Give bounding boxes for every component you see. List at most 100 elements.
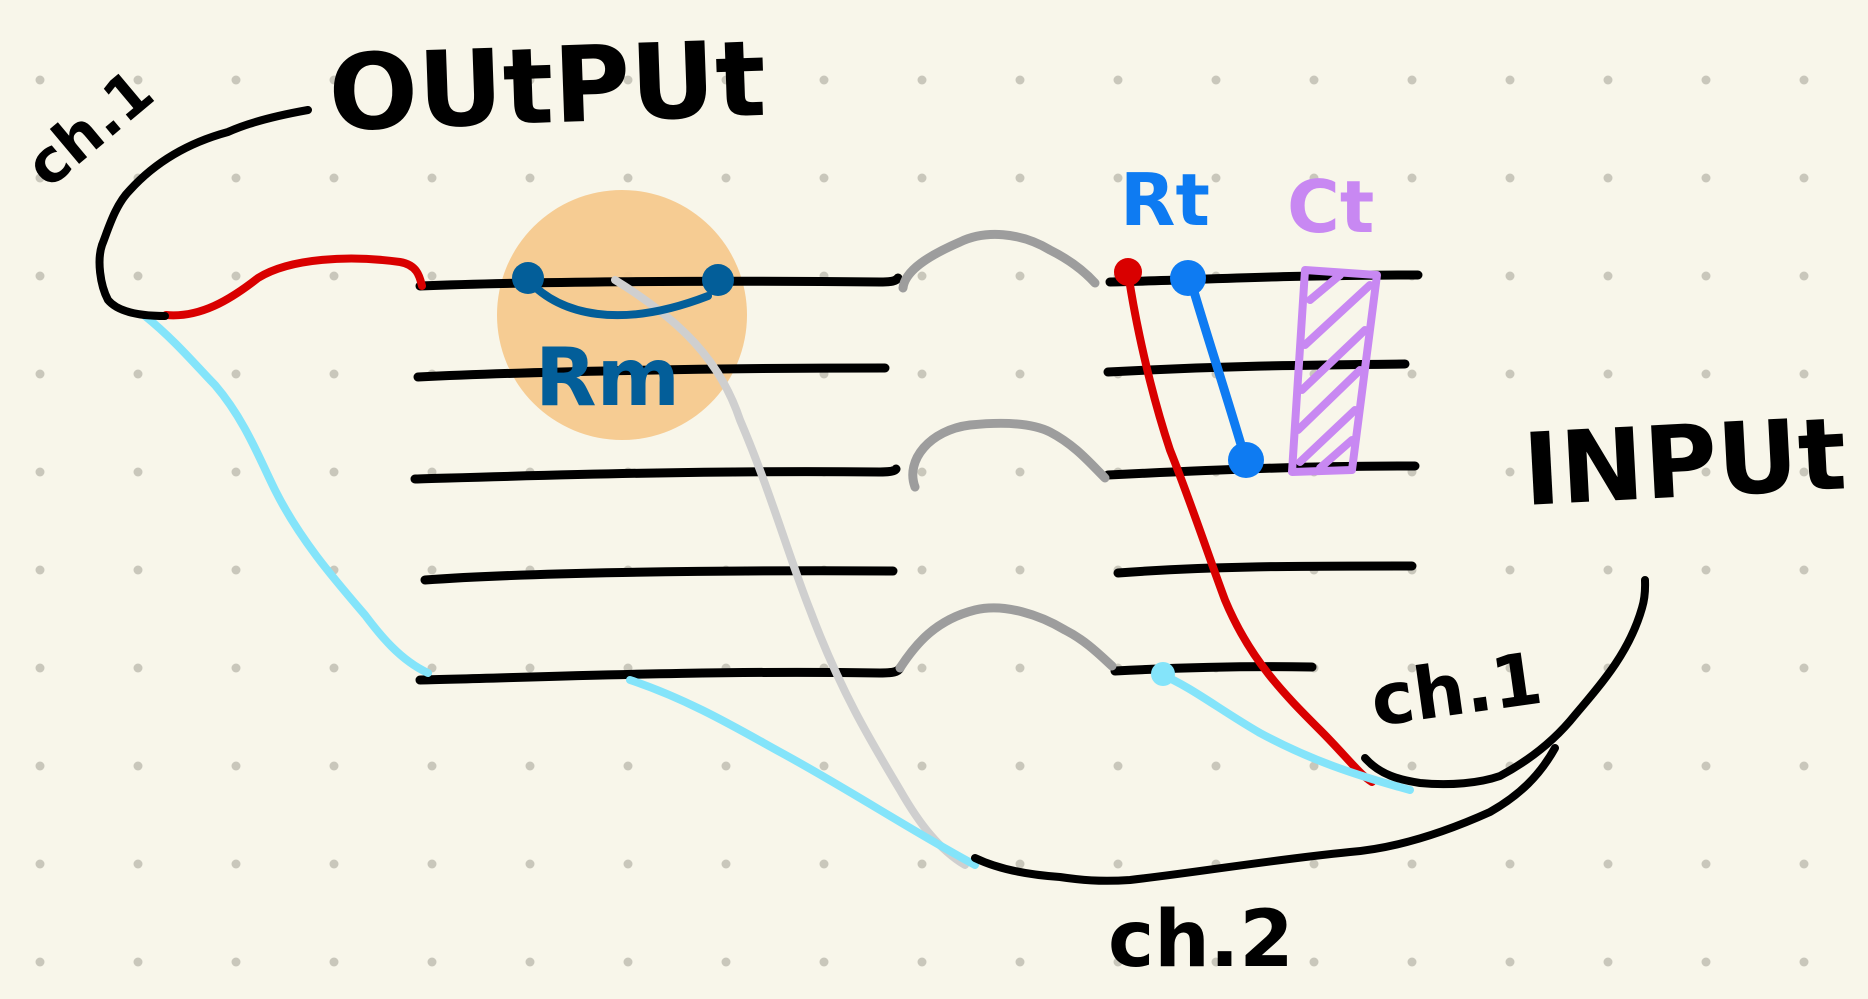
grid-dot [917,859,927,869]
grid-dot [427,761,437,771]
input-label: INPUt [1520,395,1849,529]
grid-dot [819,957,829,967]
ct-hatch-3 [1298,326,1369,394]
grid-dot [1603,859,1613,869]
grid-dot [1407,663,1417,673]
grid-dot [1211,957,1221,967]
grid-dot [1113,75,1123,85]
grid-dot [231,565,241,575]
grid-dot [329,173,339,183]
jumper-top [898,229,1100,293]
grid-dot [1603,369,1613,379]
grid-dot [329,957,339,967]
grid-dot [133,565,143,575]
grid-dot [35,859,45,869]
grid-dot [35,663,45,673]
grid-dot [35,761,45,771]
grid-dot [525,859,535,869]
output-label: OUtPUt [327,18,768,155]
grid-dot [1015,565,1025,575]
ct-capacitor [1288,266,1381,476]
left-row-3 [410,464,901,484]
grid-dot [1701,173,1711,183]
grid-dot [35,565,45,575]
right-row-4 [1113,561,1417,578]
ct-outline [1288,266,1381,476]
grid-dot [1799,467,1809,477]
grid-dot [1799,75,1809,85]
grid-dot [1799,565,1809,575]
rt-resistor-lead [1185,273,1250,463]
rt-node-bottom [1228,442,1264,478]
grid-dot [231,957,241,967]
cyan-wire-output [141,312,432,677]
red-wire-output [162,254,426,320]
ch1-output-wire [95,106,312,320]
grid-dot [1407,957,1417,967]
grid-dot [525,75,535,85]
grid-dot [525,663,535,673]
grid-dot [1505,75,1515,85]
ct-hatch-1 [1306,271,1344,304]
grid-dot [1505,663,1515,673]
grid-dot [427,957,437,967]
grid-dot [1015,663,1025,673]
grid-dot [1407,75,1417,85]
grid-dot [1113,173,1123,183]
grid-dot [1015,75,1025,85]
grid-dot [1113,859,1123,869]
grid-dot [1015,173,1025,183]
grid-dot [1211,173,1221,183]
grid-dot [917,467,927,477]
left-row-4 [420,566,898,585]
grid-dot [525,173,535,183]
grid-dot [1701,663,1711,673]
grid-dot [427,75,437,85]
grid-dot [721,957,731,967]
grid-dot [329,663,339,673]
ct-hatch-4 [1294,366,1364,434]
grid-dot [1701,859,1711,869]
rt-node-top [1170,260,1206,296]
grid-dot [917,271,927,281]
grid-dot [819,859,829,869]
breadboard-left-rows [410,273,905,685]
grid-dot [1799,663,1809,673]
grid-dot [1701,75,1711,85]
grid-dot [721,173,731,183]
grid-dot [1701,467,1711,477]
grid-dot [917,565,927,575]
ct-hatch-6 [1316,436,1356,472]
grid-dot [35,369,45,379]
grid-dot [1211,761,1221,771]
grid-dot [623,173,633,183]
rm-node-right [702,264,734,296]
grid-dot [1505,467,1515,477]
grid-dot [329,271,339,281]
rt-resistor [1170,260,1264,478]
grid-dot [1701,271,1711,281]
grid-dot [231,173,241,183]
red-wires [162,254,1376,786]
grid-dot [1407,859,1417,869]
grid-dot [1407,369,1417,379]
ch2-label: ch.2 [1108,895,1294,985]
grid-dot [1603,173,1613,183]
grid-dot [525,761,535,771]
cyan-node [1151,662,1175,686]
grid-dot [721,75,731,85]
grid-dot [133,467,143,477]
grid-dot [1113,957,1123,967]
grid-dot [1309,957,1319,967]
grid-dot [1799,957,1809,967]
grid-dot [1701,369,1711,379]
grid-dot [819,173,829,183]
rm-node-left [512,262,544,294]
grid-dot [917,75,927,85]
grid-dot [133,271,143,281]
grid-dot [427,565,437,575]
grid-dot [133,761,143,771]
grid-dot [1603,467,1613,477]
grid-dot [133,663,143,673]
